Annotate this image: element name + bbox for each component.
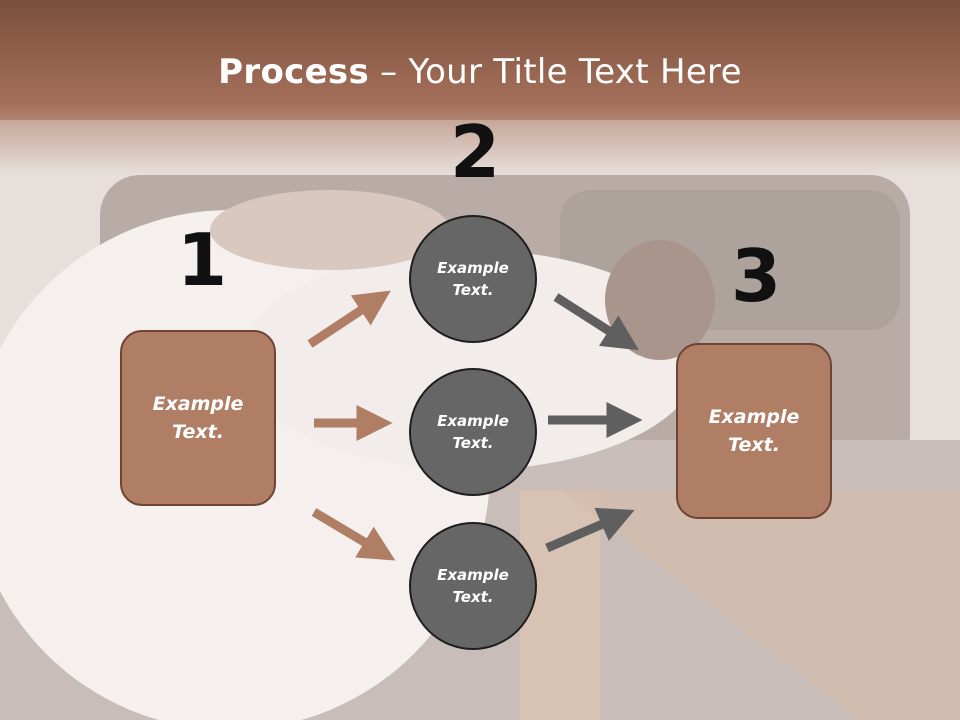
arrow-2c-to-3 (545, 507, 635, 553)
circle-bottom-text: Example Text. (437, 565, 509, 607)
step-1-text: Example Text. (152, 392, 244, 444)
step-3-text: Example Text. (708, 405, 800, 457)
circle-middle-text: Example Text. (437, 411, 509, 453)
title-bold: Process (218, 52, 370, 92)
arrow-1-to-2c (311, 508, 396, 561)
step-3-box: Example Text. (676, 343, 832, 519)
step-2-circle-bottom: Example Text. (409, 522, 537, 650)
step-2-circle-middle: Example Text. (409, 368, 537, 496)
step-number-3: 3 (731, 234, 782, 318)
step-number-1: 1 (177, 218, 228, 302)
circle-top-text: Example Text. (437, 258, 509, 300)
title-rest: – Your Title Text Here (369, 52, 742, 92)
arrow-2a-to-3 (553, 293, 639, 351)
step-number-2: 2 (450, 110, 501, 194)
step-1-box: Example Text. (120, 330, 276, 506)
arrow-1-to-2a (307, 290, 391, 348)
step-2-circle-top: Example Text. (409, 215, 537, 343)
page-title: Process – Your Title Text Here (0, 52, 960, 92)
